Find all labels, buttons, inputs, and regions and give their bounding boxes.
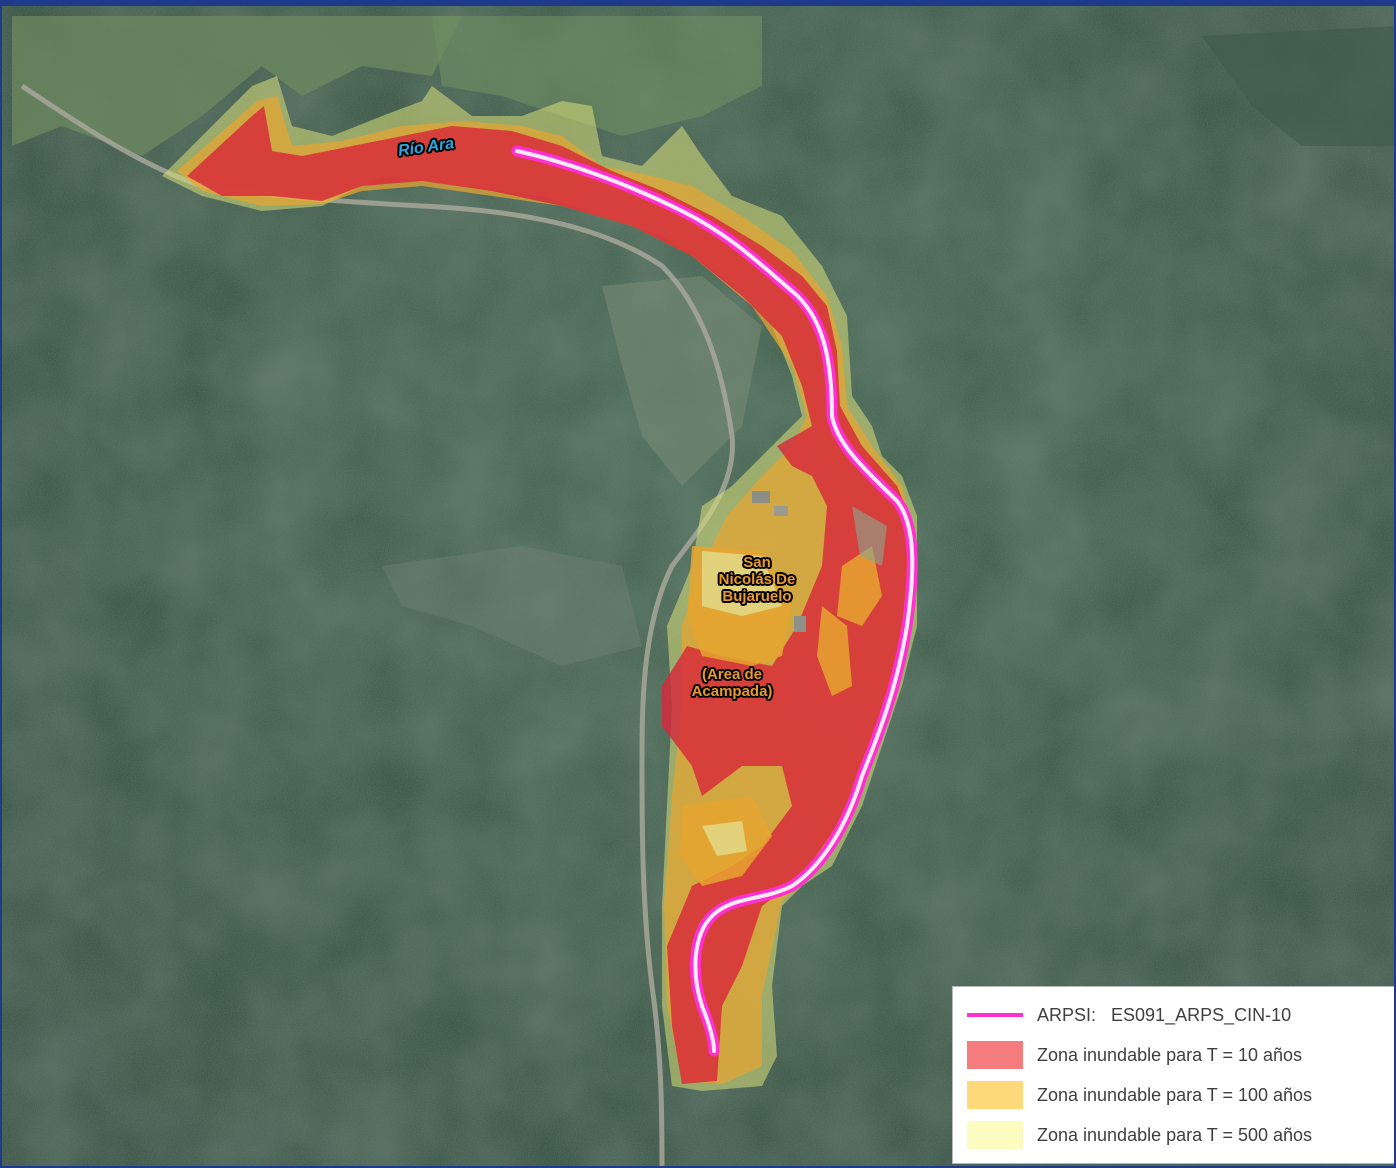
legend-arpsi-line: [967, 1013, 1023, 1017]
clearing-lower-left: [382, 546, 642, 666]
legend: ARPSI: ES091_ARPS_CIN-10 Zona inundable …: [952, 986, 1394, 1164]
aerial-map[interactable]: [2, 6, 1396, 1168]
arpsi-centerline-core: [515, 149, 915, 1053]
legend-swatch-t500: [967, 1121, 1023, 1149]
area-label: (Area de Acampada): [691, 666, 773, 700]
pocket-t100-2: [837, 546, 882, 626]
clearing-right-upper: [1202, 26, 1394, 146]
pocket-t100-4: [817, 606, 852, 696]
legend-label: Zona inundable para T = 100 años: [1037, 1084, 1313, 1105]
legend-item-t100: Zona inundable para T = 100 años: [967, 1075, 1394, 1115]
building: [794, 616, 806, 632]
legend-item-arpsi: ARPSI: ES091_ARPS_CIN-10: [967, 995, 1394, 1035]
legend-label: Zona inundable para T = 10 años: [1037, 1044, 1303, 1065]
pocket-t500-1: [702, 551, 782, 616]
place-label: San Nicolás De Bujaruelo: [718, 554, 796, 605]
building: [774, 506, 788, 516]
clearing-middle: [602, 276, 762, 486]
legend-label: Zona inundable para T = 500 años: [1037, 1124, 1313, 1145]
pocket-t500-2: [852, 506, 887, 566]
pocket-t500-3: [702, 821, 747, 856]
legend-item-t10: Zona inundable para T = 10 años: [967, 1035, 1394, 1075]
meadow-top-left: [12, 16, 462, 156]
legend-swatch-t10: [967, 1041, 1023, 1069]
legend-label: ARPSI: ES091_ARPS_CIN-10: [1037, 1004, 1292, 1025]
meadow-top-center: [432, 16, 762, 136]
legend-item-t500: Zona inundable para T = 500 años: [967, 1115, 1394, 1155]
building: [752, 491, 770, 503]
legend-swatch-t100: [967, 1081, 1023, 1109]
